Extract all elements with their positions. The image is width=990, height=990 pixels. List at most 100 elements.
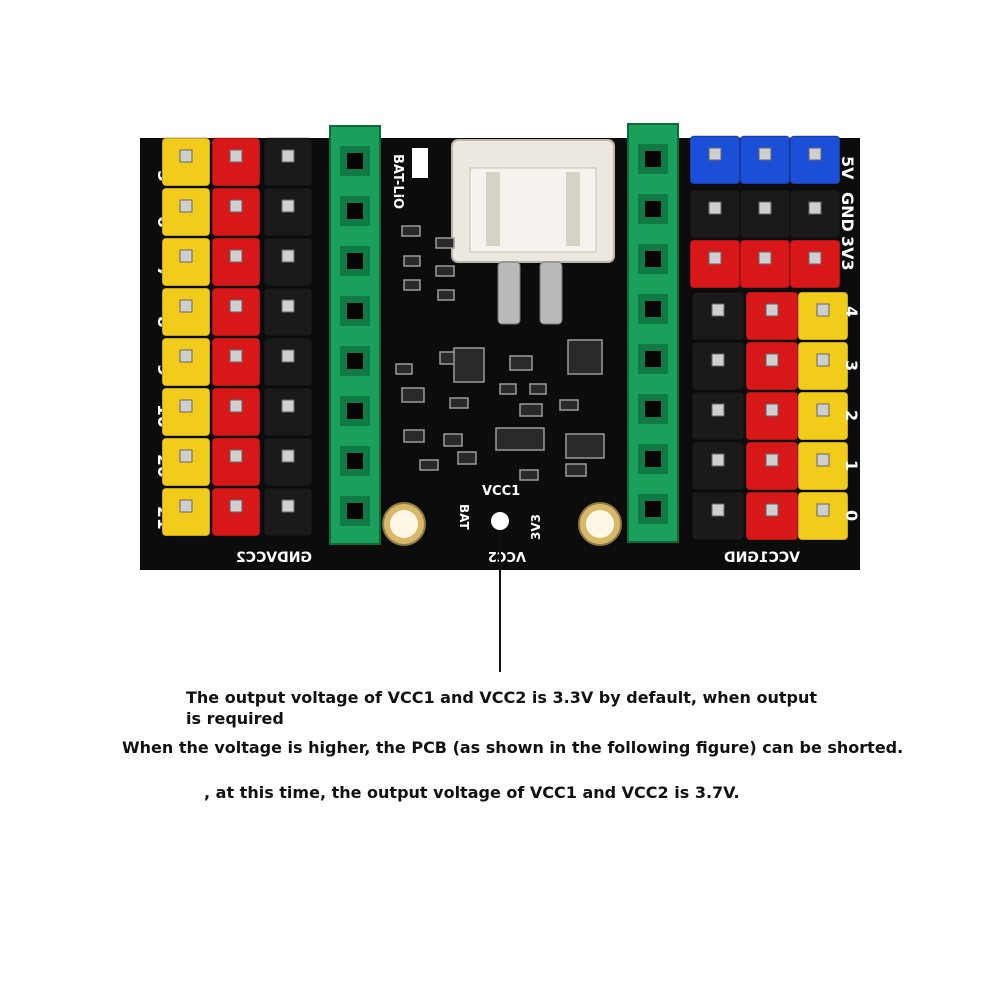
socket-hole [347, 153, 363, 169]
left-header-columns [161, 137, 313, 537]
battery-connector [451, 139, 615, 325]
header-pin [281, 299, 295, 313]
vcc1-label: VCC1 [482, 484, 520, 499]
bat-led-marker [412, 148, 428, 178]
socket-hole [645, 351, 661, 367]
socket-hole [347, 203, 363, 219]
smd-component [499, 383, 517, 395]
header-pin [229, 249, 243, 263]
socket-hole [347, 453, 363, 469]
socket-hole [645, 201, 661, 217]
smd-component [565, 463, 587, 477]
header-pin [808, 251, 822, 265]
header-pin [229, 449, 243, 463]
header-pin [765, 403, 779, 417]
header-pin [758, 201, 772, 215]
socket-hole [645, 151, 661, 167]
header-pin [229, 399, 243, 413]
header-pin [179, 349, 193, 363]
header-pin [281, 499, 295, 513]
header-pin [229, 199, 243, 213]
right-pin-number: 3 [842, 360, 861, 371]
smd-component [403, 279, 421, 291]
header-pin [816, 503, 830, 517]
caption-line-1: The output voltage of VCC1 and VCC2 is 3… [186, 688, 817, 707]
header-pin [765, 353, 779, 367]
header-pin [179, 449, 193, 463]
smd-component [435, 265, 455, 277]
label-gnd: GND [838, 192, 857, 232]
bat-lio-label: BAT-LiO [390, 154, 405, 209]
header-pin [179, 299, 193, 313]
header-pin [179, 199, 193, 213]
label-5v: 5V [838, 156, 857, 180]
smd-component [495, 427, 545, 451]
smd-component [509, 355, 533, 371]
socket-hole [347, 303, 363, 319]
socket-hole [645, 301, 661, 317]
header-pin [808, 147, 822, 161]
label-3v3: 3V3 [838, 236, 857, 271]
header-pin [711, 403, 725, 417]
socket-hole [347, 503, 363, 519]
smd-component [529, 383, 547, 395]
socket-hole [645, 401, 661, 417]
caption-line-2: When the voltage is higher, the PCB (as … [122, 738, 904, 757]
header-pin [816, 353, 830, 367]
smd-component [401, 387, 425, 403]
smd-component [457, 451, 477, 465]
header-pin [281, 449, 295, 463]
header-pin [711, 503, 725, 517]
header-pin [179, 399, 193, 413]
smd-component [435, 237, 455, 249]
header-pin [229, 499, 243, 513]
header-pin [711, 453, 725, 467]
right-pin-number: 2 [842, 410, 861, 421]
smd-component [559, 399, 579, 411]
socket-hole [347, 403, 363, 419]
header-pin [281, 199, 295, 213]
header-pin [708, 251, 722, 265]
smd-component [403, 255, 421, 267]
right-pin-number: 0 [842, 510, 861, 521]
green-header-body [329, 125, 381, 545]
gnd-vcc2-label: GNDVCC2 [236, 550, 312, 566]
header-pin [808, 201, 822, 215]
smd-component [403, 429, 425, 443]
header-pin [281, 349, 295, 363]
smd-component [519, 403, 543, 417]
right-pin-number: 4 [842, 306, 861, 317]
smd-component [401, 225, 421, 237]
header-pin [229, 149, 243, 163]
header-pin [179, 149, 193, 163]
header-pin [765, 303, 779, 317]
smd-component [437, 289, 455, 301]
header-pin [765, 503, 779, 517]
socket-hole [645, 501, 661, 517]
smd-components [395, 225, 605, 481]
header-pin [711, 303, 725, 317]
socket-hole [645, 251, 661, 267]
header-pin [816, 303, 830, 317]
smd-component [395, 363, 413, 375]
green-female-headers [329, 123, 679, 545]
socket-hole [347, 253, 363, 269]
header-pin [765, 453, 779, 467]
smd-component [565, 433, 605, 459]
right-header-block [689, 135, 849, 541]
header-pin [229, 299, 243, 313]
socket-hole [645, 451, 661, 467]
header-pin [281, 149, 295, 163]
jumper-pad [491, 512, 509, 530]
v3-pad-label: 3V3 [529, 514, 543, 540]
green-header-body [627, 123, 679, 543]
smd-component [567, 339, 603, 375]
smd-component [519, 469, 539, 481]
header-pin [281, 399, 295, 413]
socket-hole [347, 353, 363, 369]
header-pin [816, 453, 830, 467]
header-pin [758, 147, 772, 161]
smd-component [453, 347, 485, 383]
vcc2-label: VCC2 [488, 548, 526, 563]
